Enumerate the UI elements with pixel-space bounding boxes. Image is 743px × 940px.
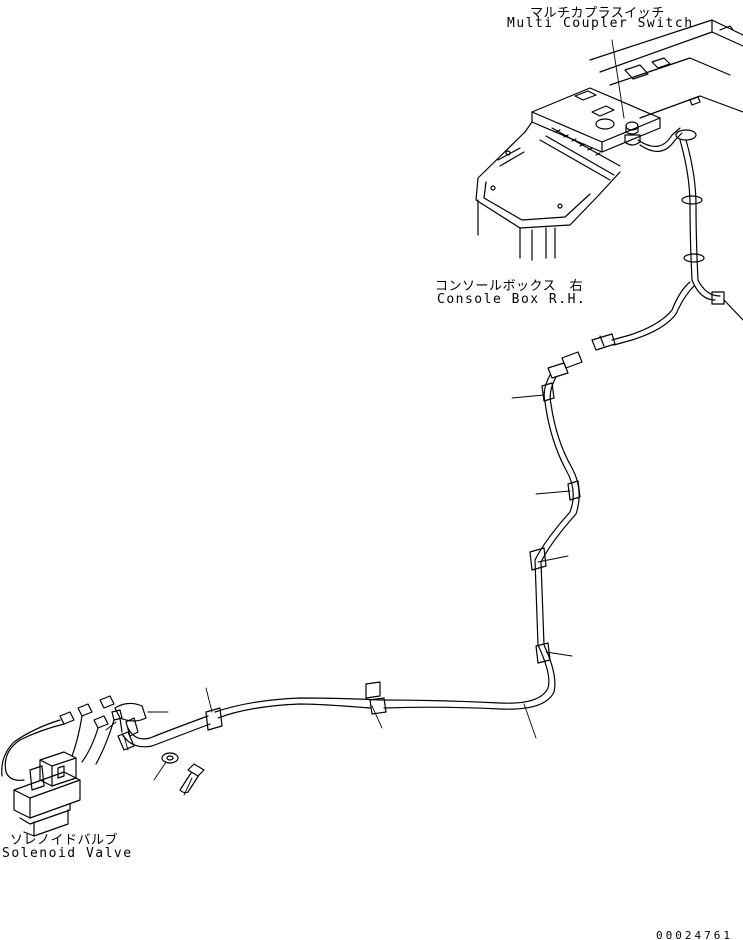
console-box-rh [475, 19, 743, 261]
console-box-label-en: Console Box R.H. [437, 292, 587, 307]
leader-lines [105, 39, 625, 796]
coupler-switch-label-jp: マルチカプラスイッチ [530, 6, 665, 21]
coupler-switch-label-en: Multi Coupler Switch [507, 16, 694, 31]
harness-main [121, 374, 581, 748]
drawing-number: 00024761 [656, 929, 733, 940]
solenoid-valve-label-jp: ソレノイドバルブ [10, 833, 119, 848]
solenoid-valve-label-en: Solenoid Valve [2, 846, 133, 861]
console-box-label-jp: コンソールボックス 右 [435, 279, 584, 294]
solenoid-valve [1, 695, 205, 837]
harness-upper [547, 127, 743, 379]
